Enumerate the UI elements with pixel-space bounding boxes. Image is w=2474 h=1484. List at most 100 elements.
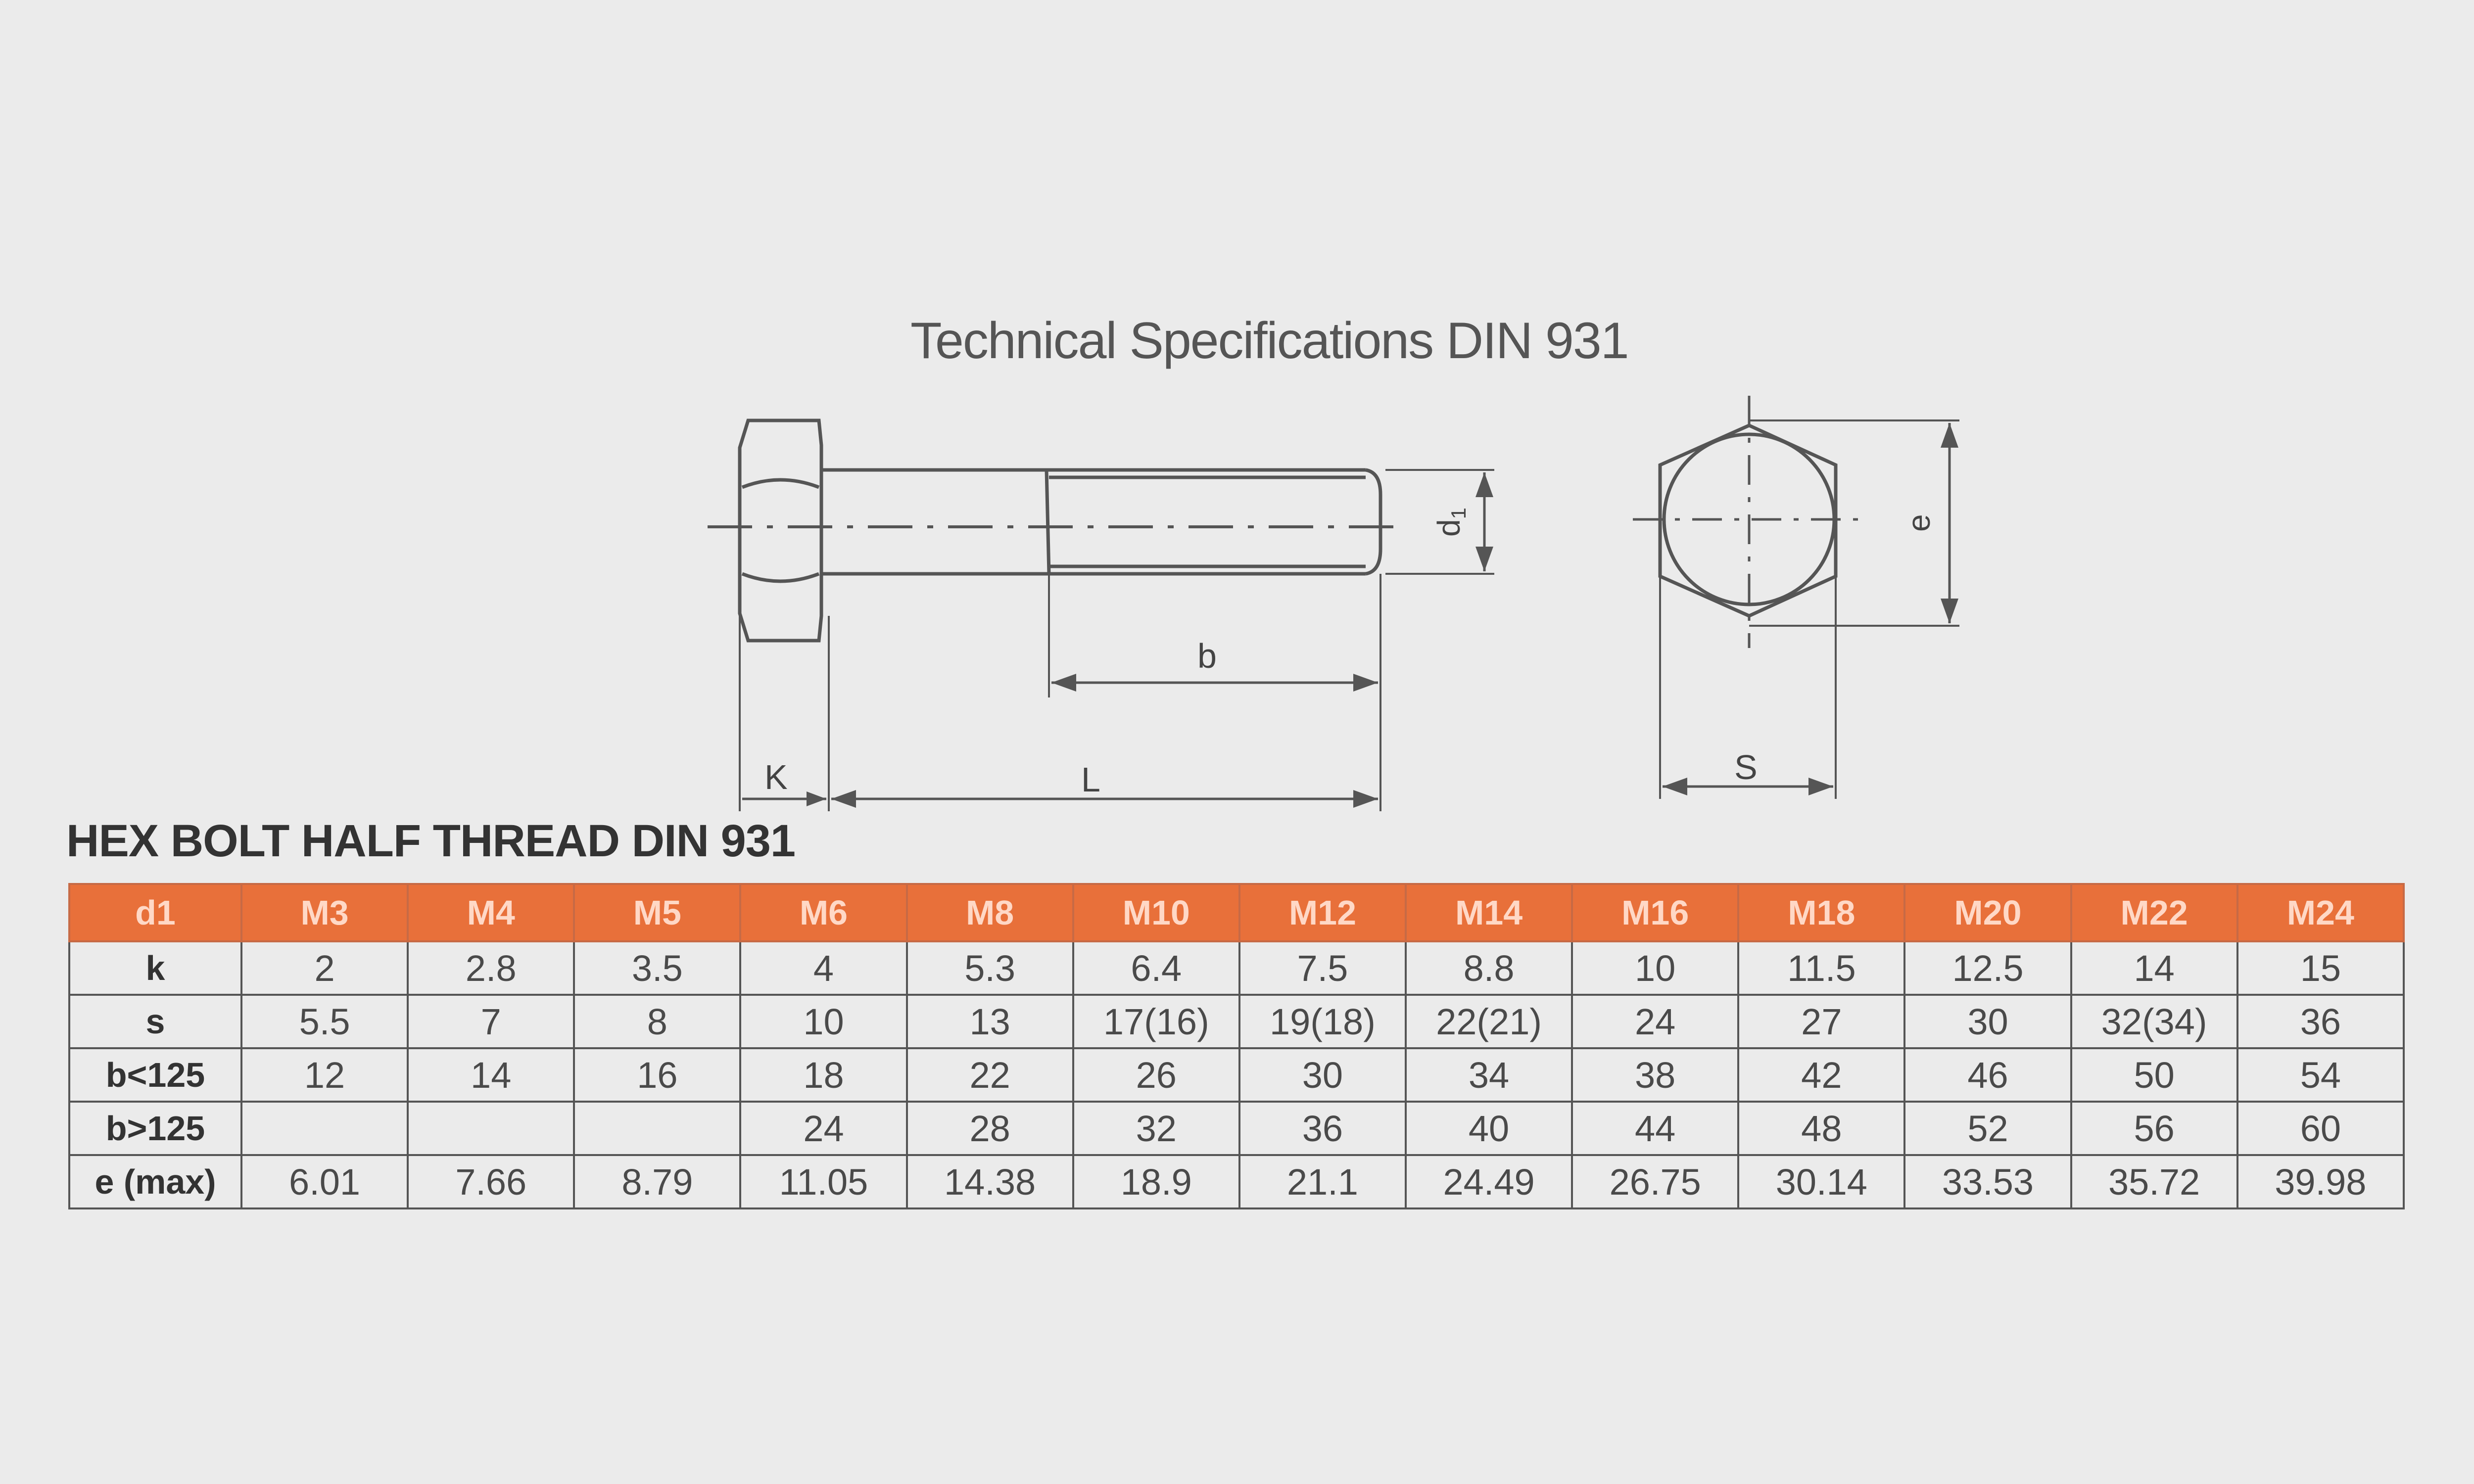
- label-l: L: [1081, 760, 1100, 799]
- table-cell: 11.05: [739, 1154, 908, 1209]
- row-label: b<125: [68, 1047, 242, 1103]
- header-cell-size: M24: [2236, 883, 2405, 942]
- table-cell: [573, 1101, 742, 1156]
- table-cell: 30: [1903, 994, 2072, 1049]
- table-cell: 6.01: [240, 1154, 409, 1209]
- row-label: b>125: [68, 1101, 242, 1156]
- label-b: b: [1197, 637, 1217, 675]
- table-cell: 10: [1571, 940, 1740, 996]
- table-cell: 8.79: [573, 1154, 742, 1209]
- table-cell: [407, 1101, 575, 1156]
- table-cell: 8: [573, 994, 742, 1049]
- table-cell: 35.72: [2070, 1154, 2238, 1209]
- table-cell: 12: [240, 1047, 409, 1103]
- table-cell: 6.4: [1072, 940, 1240, 996]
- header-cell-d1: d1: [68, 883, 242, 942]
- table-cell: 32(34): [2070, 994, 2238, 1049]
- table-cell: 7.66: [407, 1154, 575, 1209]
- table-cell: 30.14: [1737, 1154, 1906, 1209]
- table-cell: 18.9: [1072, 1154, 1240, 1209]
- table-cell: 13: [905, 994, 1074, 1049]
- bolt-head-face-lines: [741, 478, 820, 583]
- table-cell: 18: [739, 1047, 908, 1103]
- table-cell: [240, 1101, 409, 1156]
- table-cell: 36: [1238, 1101, 1407, 1156]
- header-cell-size: M14: [1404, 883, 1573, 942]
- table-cell: 7: [407, 994, 575, 1049]
- table-cell: 54: [2236, 1047, 2405, 1103]
- header-cell-size: M18: [1737, 883, 1906, 942]
- table-cell: 50: [2070, 1047, 2238, 1103]
- table-cell: 8.8: [1404, 940, 1573, 996]
- table-cell: 24: [739, 1101, 908, 1156]
- table-cell: 4: [739, 940, 908, 996]
- row-label: s: [68, 994, 242, 1049]
- table-cell: 3.5: [573, 940, 742, 996]
- header-cell-size: M6: [739, 883, 908, 942]
- bolt-head-outline: [738, 418, 823, 643]
- table-cell: 14.38: [905, 1154, 1074, 1209]
- table-cell: 27: [1737, 994, 1906, 1049]
- label-e: e: [1901, 514, 1937, 532]
- table-cell: 32: [1072, 1101, 1240, 1156]
- table-cell: 48: [1737, 1101, 1906, 1156]
- table-cell: 7.5: [1238, 940, 1407, 996]
- table-cell: 2: [240, 940, 409, 996]
- table-cell: 39.98: [2236, 1154, 2405, 1209]
- table-cell: 22(21): [1404, 994, 1573, 1049]
- header-cell-size: M8: [905, 883, 1074, 942]
- table-cell: 26: [1072, 1047, 1240, 1103]
- table-cell: 38: [1571, 1047, 1740, 1103]
- table-cell: 56: [2070, 1101, 2238, 1156]
- table-cell: 40: [1404, 1101, 1573, 1156]
- dimension-arrows: [807, 472, 1493, 808]
- table-cell: 11.5: [1737, 940, 1906, 996]
- table-cell: 21.1: [1238, 1154, 1407, 1209]
- label-s: S: [1734, 748, 1758, 787]
- header-cell-size: M10: [1072, 883, 1240, 942]
- page-title: Technical Specifications DIN 931: [910, 312, 1629, 370]
- table-cell: 24: [1571, 994, 1740, 1049]
- table-cell: 5.3: [905, 940, 1074, 996]
- table-cell: 12.5: [1903, 940, 2072, 996]
- table-cell: 5.5: [240, 994, 409, 1049]
- table-cell: 14: [2070, 940, 2238, 996]
- bolt-side-view: [708, 418, 1494, 811]
- table-cell: 52: [1903, 1101, 2072, 1156]
- header-cell-size: M12: [1238, 883, 1407, 942]
- table-cell: 44: [1571, 1101, 1740, 1156]
- table-cell: 26.75: [1571, 1154, 1740, 1209]
- label-k: K: [764, 758, 788, 796]
- header-cell-size: M22: [2070, 883, 2238, 942]
- table-cell: 10: [739, 994, 908, 1049]
- table-cell: 42: [1737, 1047, 1906, 1103]
- row-label: e (max): [68, 1154, 242, 1209]
- thread-start-line: [1045, 469, 1051, 574]
- table-cell: 14: [407, 1047, 575, 1103]
- row-label: k: [68, 940, 242, 996]
- table-cell: 36: [2236, 994, 2405, 1049]
- table-cell: 24.49: [1404, 1154, 1573, 1209]
- table-cell: 33.53: [1903, 1154, 2072, 1209]
- table-cell: 28: [905, 1101, 1074, 1156]
- header-cell-size: M5: [573, 883, 742, 942]
- table-cell: 30: [1238, 1047, 1407, 1103]
- table-cell: 15: [2236, 940, 2405, 996]
- header-cell-size: M4: [407, 883, 575, 942]
- header-cell-size: M20: [1903, 883, 2072, 942]
- table-cell: 2.8: [407, 940, 575, 996]
- table-cell: 34: [1404, 1047, 1573, 1103]
- header-cell-size: M3: [240, 883, 409, 942]
- header-cell-size: M16: [1571, 883, 1740, 942]
- table-heading: HEX BOLT HALF THREAD DIN 931: [66, 816, 796, 866]
- table-cell: 19(18): [1238, 994, 1407, 1049]
- label-d1: d1: [1431, 508, 1470, 537]
